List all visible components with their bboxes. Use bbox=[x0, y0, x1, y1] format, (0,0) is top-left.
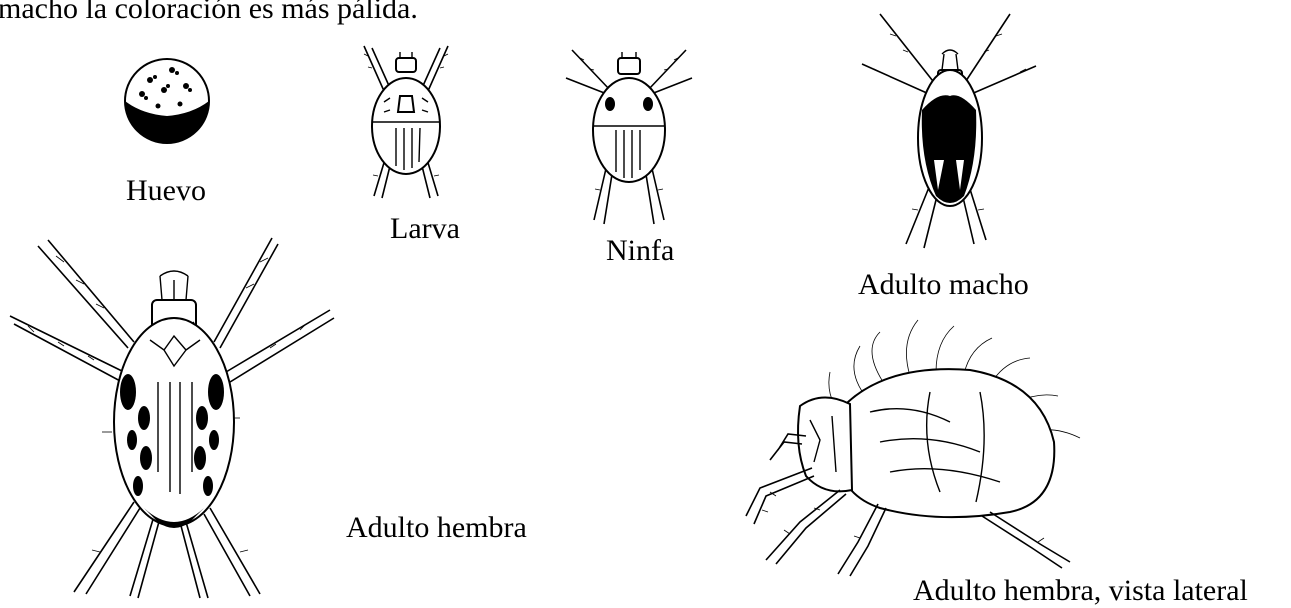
adult-female-illustration bbox=[4, 232, 344, 602]
larva-illustration bbox=[356, 36, 456, 206]
larva-label: Larva bbox=[390, 214, 460, 244]
egg-label: Huevo bbox=[126, 176, 206, 206]
adult-female-label: Adulto hembra bbox=[346, 513, 527, 543]
egg-illustration bbox=[122, 56, 212, 146]
header-caption: macho la coloración es más pálida. bbox=[0, 0, 418, 24]
adult-male-illustration bbox=[860, 10, 1040, 250]
nymph-illustration bbox=[564, 30, 694, 230]
adult-female-lateral-label: Adulto hembra, vista lateral bbox=[913, 576, 1248, 606]
adult-male-label: Adulto macho bbox=[858, 270, 1029, 300]
adult-female-lateral-illustration bbox=[740, 312, 1100, 582]
nymph-label: Ninfa bbox=[606, 236, 674, 266]
